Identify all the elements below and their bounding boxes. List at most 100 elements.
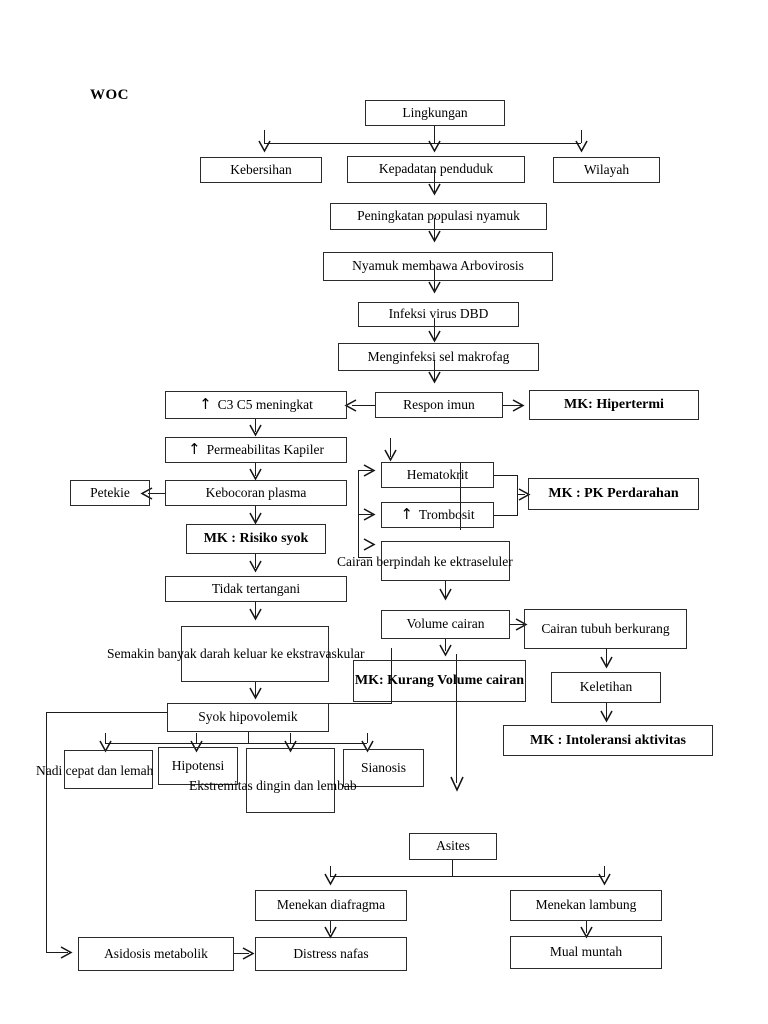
edge-line [581, 130, 583, 143]
edge-line [358, 470, 372, 472]
arrowhead-down [361, 740, 374, 753]
edge-line [330, 921, 332, 933]
node-hematokrit[interactable]: Hematokrit [381, 462, 494, 488]
edge-line [290, 733, 292, 743]
node-trombosit-label: Trombosit [418, 506, 475, 522]
node-hipotensi[interactable]: Hipotensi [158, 747, 238, 785]
edge-line [234, 953, 249, 955]
arrowhead-down [428, 140, 441, 153]
arrowhead-right [242, 947, 255, 960]
node-semakin-banyak-darah-label[interactable]: Semakin banyak darah keluar ke ekstravas… [107, 646, 365, 661]
edge-line [494, 515, 518, 517]
node-volume-cairan[interactable]: Volume cairan [381, 610, 510, 639]
edge-line [330, 866, 332, 876]
edge-line [255, 602, 257, 617]
edge-line [604, 866, 606, 876]
arrowhead-down [249, 424, 262, 437]
edge-line [367, 733, 369, 743]
node-cairan-berpindah-label[interactable]: Cairan berpindah ke ektraseluler [337, 554, 513, 569]
edge-line [517, 494, 525, 496]
arrowhead-down [249, 608, 262, 621]
edge-line [196, 733, 198, 743]
edge-line [494, 475, 518, 477]
node-trombosit[interactable]: ↑ Trombosit [381, 502, 494, 528]
edge-line [390, 438, 392, 457]
edge-line [503, 405, 522, 407]
arrowhead-left [140, 487, 153, 500]
edge-line [264, 143, 581, 145]
arrowhead-down [598, 873, 611, 886]
node-menekan-diafragma[interactable]: Menekan diafragma [255, 890, 407, 921]
edge-line [255, 682, 257, 696]
edge-line [358, 557, 372, 559]
edge-line [46, 712, 168, 714]
node-mk-intoleransi-aktivitas[interactable]: MK : Intoleransi aktivitas [503, 725, 713, 756]
node-distress-nafas[interactable]: Distress nafas [255, 937, 407, 971]
arrowhead-right [363, 464, 376, 477]
node-mk-risiko-syok[interactable]: MK : Risiko syok [186, 524, 326, 554]
node-keletihan[interactable]: Keletihan [551, 672, 661, 703]
node-syok-hipovolemik[interactable]: Syok hipovolemik [167, 703, 329, 732]
node-petekie[interactable]: Petekie [70, 480, 150, 506]
node-infeksi-virus-dbd[interactable]: Infeksi virus DBD [358, 302, 519, 327]
node-asidosis-metabolik[interactable]: Asidosis metabolik [78, 937, 234, 971]
edge-line [358, 514, 372, 516]
arrowhead-down [258, 140, 271, 153]
edge-line [510, 624, 524, 626]
edge-line [434, 318, 436, 340]
node-lingkungan[interactable]: Lingkungan [365, 100, 505, 126]
node-ekstremitas-dingin [246, 748, 335, 813]
node-kepadatan-penduduk[interactable]: Kepadatan penduduk [347, 156, 525, 183]
arrowhead-down [428, 330, 441, 343]
page-title: WOC [90, 87, 129, 103]
up-arrow-icon: ↑ [199, 394, 212, 413]
arrowhead-down [428, 183, 441, 196]
edge-line [434, 268, 436, 290]
node-nadi-cepat-dan-lemah-label[interactable]: Nadi cepat dan lemah [36, 763, 154, 778]
arrowhead-down [439, 644, 452, 657]
edge-line [434, 170, 436, 192]
node-c3-c5-meningkat[interactable]: ↑ C3 C5 meningkat [165, 391, 347, 419]
edge-line [391, 648, 393, 703]
node-asites[interactable]: Asites [409, 833, 497, 860]
node-tidak-tertangani[interactable]: Tidak tertangani [165, 576, 347, 602]
node-kebersihan[interactable]: Kebersihan [200, 157, 322, 183]
edge-line [329, 703, 392, 705]
edge-line [445, 639, 447, 651]
edge-line [434, 126, 436, 143]
node-mual-muntah[interactable]: Mual muntah [510, 936, 662, 969]
node-ekstremitas-dingin-label[interactable]: Ekstremitas dingin dan lembab [189, 778, 357, 793]
arrowhead-right [363, 508, 376, 521]
edge-line [606, 649, 608, 665]
node-menekan-lambung[interactable]: Menekan lambung [510, 890, 662, 921]
node-menginfeksi-sel-makrofag[interactable]: Menginfeksi sel makrofag [338, 343, 539, 371]
edge-bracket [517, 475, 519, 516]
arrowhead-right [515, 618, 528, 631]
edge-line [105, 743, 367, 745]
edge-line [255, 463, 257, 476]
node-nadi-cepat-dan-lemah [64, 750, 153, 789]
arrowhead-down [384, 449, 397, 462]
node-wilayah[interactable]: Wilayah [553, 157, 660, 183]
node-permeabilitas-kapiler[interactable]: ↑ Permeabilitas Kapiler [165, 437, 347, 463]
node-cairan-tubuh-berkurang[interactable]: Cairan tubuh berkurang [524, 609, 687, 649]
node-sianosis[interactable]: Sianosis [343, 749, 424, 787]
node-mk-pk-perdarahan[interactable]: MK : PK Perdarahan [528, 478, 699, 510]
edge-line [255, 554, 257, 568]
arrowhead-down [249, 512, 262, 525]
node-mk-kurang-volume-cairan[interactable]: MK: Kurang Volume cairan [353, 660, 526, 702]
node-respon-imun[interactable]: Respon imun [375, 392, 503, 418]
node-kebocoran-plasma[interactable]: Kebocoran plasma [165, 480, 347, 506]
arrowhead-down [428, 281, 441, 294]
arrowhead-right [518, 488, 531, 501]
edge-line [105, 733, 107, 743]
node-peningkatan-populasi-nyamuk[interactable]: Peningkatan populasi nyamuk [330, 203, 547, 230]
node-nyamuk-membawa-arbovirosis[interactable]: Nyamuk membawa Arbovirosis [323, 252, 553, 281]
arrowhead-down [284, 740, 297, 753]
edge-line [445, 581, 447, 597]
arrowhead-down [450, 776, 464, 792]
edge-line [255, 419, 257, 432]
node-mk-hipertermi[interactable]: MK: Hipertermi [529, 390, 699, 420]
arrowhead-right [512, 399, 525, 412]
